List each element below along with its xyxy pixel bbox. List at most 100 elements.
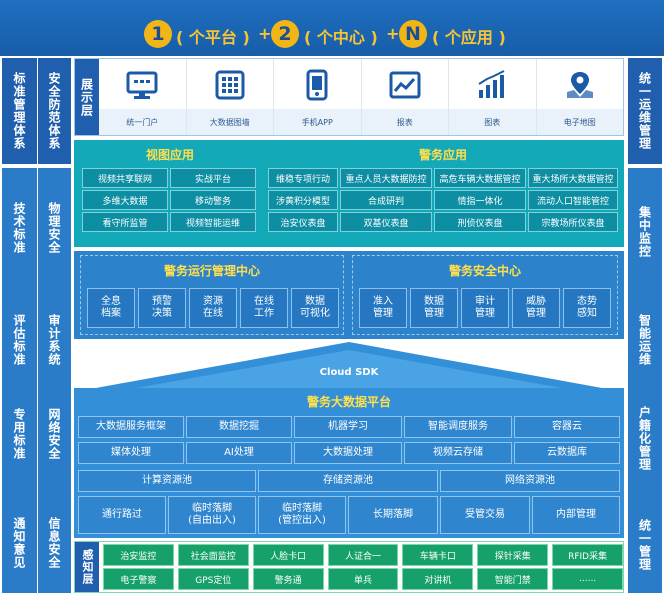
police-app-item[interactable]: 涉黄积分模型 xyxy=(268,190,338,210)
display-layer-label: 展示层 xyxy=(75,59,99,135)
police-app-item[interactable]: 流动人口智能管控 xyxy=(528,190,618,210)
security-network: 网络安全 xyxy=(47,408,61,460)
phone-icon xyxy=(306,69,328,101)
display-report-label: 报表 xyxy=(361,109,448,135)
platform-row4-item[interactable]: 通行路过 xyxy=(78,496,166,534)
map-icon xyxy=(566,72,593,98)
platform-row3-item[interactable]: 网络资源池 xyxy=(440,470,620,492)
sense-item[interactable]: 电子警察 xyxy=(103,568,174,590)
platform-row2-item[interactable]: 大数据处理 xyxy=(294,442,402,464)
display-layer-label-text: 展示层 xyxy=(79,77,94,117)
sense-item[interactable]: RFID采集 xyxy=(552,544,624,566)
platform-row4-item[interactable]: 长期落脚 xyxy=(348,496,438,534)
police-app-item[interactable]: 高危车辆大数据管控 xyxy=(434,168,526,188)
ops-registry: 户籍化管理 xyxy=(637,405,652,471)
sense-item[interactable]: 单兵 xyxy=(327,568,399,590)
display-layer: 展示层 统一门户 大数据图墙 手机APP 报表 xyxy=(74,58,624,136)
ops-central-monitor: 集中监控 xyxy=(637,206,652,258)
platform-row2-item[interactable]: AI处理 xyxy=(186,442,292,464)
display-portal[interactable]: 统一门户 xyxy=(99,59,187,135)
police-app-item[interactable]: 维稳专项行动 xyxy=(268,168,338,188)
sense-item[interactable]: 社会面监控 xyxy=(177,544,249,566)
platform-row1-item[interactable]: 数据挖掘 xyxy=(186,416,292,438)
view-app-item[interactable]: 视频共享联网 xyxy=(82,168,168,188)
sense-item[interactable]: 车辆卡口 xyxy=(402,544,474,566)
ops-center-title: 警务运行管理中心 xyxy=(163,263,260,278)
display-datawall[interactable]: 大数据图墙 xyxy=(186,59,274,135)
platform-row4-item[interactable]: 临时落脚 (管控出入) xyxy=(258,496,346,534)
platform-row4-item[interactable]: 受管交易 xyxy=(440,496,530,534)
display-app[interactable]: 手机APP xyxy=(274,59,362,135)
sec-center-item[interactable]: 准入 管理 xyxy=(359,288,407,328)
police-app-item[interactable]: 刑侦仪表盘 xyxy=(434,212,526,232)
platform-row2-item[interactable]: 媒体处理 xyxy=(78,442,184,464)
police-app-item[interactable]: 治安仪表盘 xyxy=(268,212,338,232)
sense-item[interactable]: 对讲机 xyxy=(402,568,474,590)
display-datawall-label: 大数据图墙 xyxy=(186,109,273,135)
security-system-title-text: 安全防范体系 xyxy=(47,72,61,150)
police-app-item[interactable]: 重点人员大数据防控 xyxy=(340,168,432,188)
sec-center-title: 警务安全中心 xyxy=(448,263,521,278)
platform-row4-item[interactable]: 临时落脚 (自由出入) xyxy=(168,496,256,534)
view-app-item[interactable]: 看守所监管 xyxy=(82,212,168,232)
view-app-item[interactable]: 移动警务 xyxy=(170,190,256,210)
sense-row-1: 治安监控 社会面监控 人脸卡口 人证合一 车辆卡口 探针采集 RFID采集 xyxy=(103,544,624,566)
platform-row4-item[interactable]: 内部管理 xyxy=(532,496,620,534)
display-map[interactable]: 电子地图 xyxy=(536,59,623,135)
police-app-item[interactable]: 情指一体化 xyxy=(434,190,526,210)
ops-management-title: 统一运维管理 xyxy=(628,58,662,164)
platform-row3-item[interactable]: 计算资源池 xyxy=(78,470,256,492)
sense-item[interactable]: 探针采集 xyxy=(477,544,549,566)
sec-center-item[interactable]: 审计 管理 xyxy=(461,288,509,328)
view-app-item[interactable]: 实战平台 xyxy=(170,168,256,188)
grid-icon xyxy=(215,70,245,100)
police-app-item[interactable]: 宗教场所仪表盘 xyxy=(528,212,618,232)
police-app-item[interactable]: 双基仪表盘 xyxy=(340,212,432,232)
display-chart[interactable]: 图表 xyxy=(449,59,537,135)
sense-item[interactable]: 人脸卡口 xyxy=(252,544,324,566)
sense-item[interactable]: 治安监控 xyxy=(103,544,174,566)
number-two-badge: 2 xyxy=(271,20,299,48)
bigdata-platform: 警务大数据平台 大数据服务框架 数据挖掘 机器学习 智能调度服务 容器云 媒体处… xyxy=(74,388,624,538)
platform-row1-item[interactable]: 机器学习 xyxy=(294,416,402,438)
plus-sign: + xyxy=(258,24,272,43)
platform-row2-item[interactable]: 视频云存储 xyxy=(404,442,512,464)
security-info: 信息安全 xyxy=(47,517,61,569)
platform-row1-item[interactable]: 大数据服务框架 xyxy=(78,416,184,438)
ops-center-item[interactable]: 预警 决策 xyxy=(138,288,186,328)
monitor-icon xyxy=(126,71,158,99)
view-app-item[interactable]: 多维大数据 xyxy=(82,190,168,210)
ops-center-item[interactable]: 全息 档案 xyxy=(87,288,135,328)
police-app-item[interactable]: 重大场所大数据管控 xyxy=(528,168,618,188)
platform-row3-item[interactable]: 存储资源池 xyxy=(258,470,438,492)
standard-notice: 通知意见 xyxy=(12,517,26,569)
platform-row1-item[interactable]: 容器云 xyxy=(514,416,620,438)
sec-center-box: 警务安全中心 准入 管理 数据 管理 审计 管理 威胁 管理 态势 感知 xyxy=(352,255,618,335)
number-one-badge: 1 xyxy=(144,20,172,48)
ops-center-item[interactable]: 资源 在线 xyxy=(189,288,237,328)
platform-title: 警务大数据平台 xyxy=(306,394,391,409)
sense-row-2: 电子警察 GPS定位 警务通 单兵 对讲机 智能门禁 ...... xyxy=(103,568,624,590)
ops-center-item[interactable]: 在线 工作 xyxy=(240,288,288,328)
sec-center-item[interactable]: 威胁 管理 xyxy=(512,288,560,328)
police-app-item[interactable]: 合成研判 xyxy=(340,190,432,210)
sense-item[interactable]: 警务通 xyxy=(252,568,324,590)
sense-item[interactable]: 智能门禁 xyxy=(477,568,549,590)
view-app-item[interactable]: 视频智能运维 xyxy=(170,212,256,232)
standard-tech: 技术标准 xyxy=(12,202,26,254)
center-text: ( 个中心 ) xyxy=(304,28,378,47)
ops-management-title-text: 统一运维管理 xyxy=(637,72,652,150)
sense-item[interactable]: GPS定位 xyxy=(177,568,249,590)
display-portal-label: 统一门户 xyxy=(99,109,186,135)
display-map-label: 电子地图 xyxy=(536,109,623,135)
ops-center-box: 警务运行管理中心 全息 档案 预警 决策 资源 在线 在线 工作 数据 可视化 xyxy=(80,255,344,335)
sdk-roof xyxy=(74,342,624,392)
platform-row2-item[interactable]: 云数据库 xyxy=(514,442,620,464)
platform-row1-item[interactable]: 智能调度服务 xyxy=(404,416,512,438)
sec-center-item[interactable]: 数据 管理 xyxy=(410,288,458,328)
sec-center-item[interactable]: 态势 感知 xyxy=(563,288,611,328)
sense-item[interactable]: ...... xyxy=(552,568,624,590)
display-report[interactable]: 报表 xyxy=(361,59,449,135)
ops-center-item[interactable]: 数据 可视化 xyxy=(291,288,339,328)
sense-item[interactable]: 人证合一 xyxy=(327,544,399,566)
